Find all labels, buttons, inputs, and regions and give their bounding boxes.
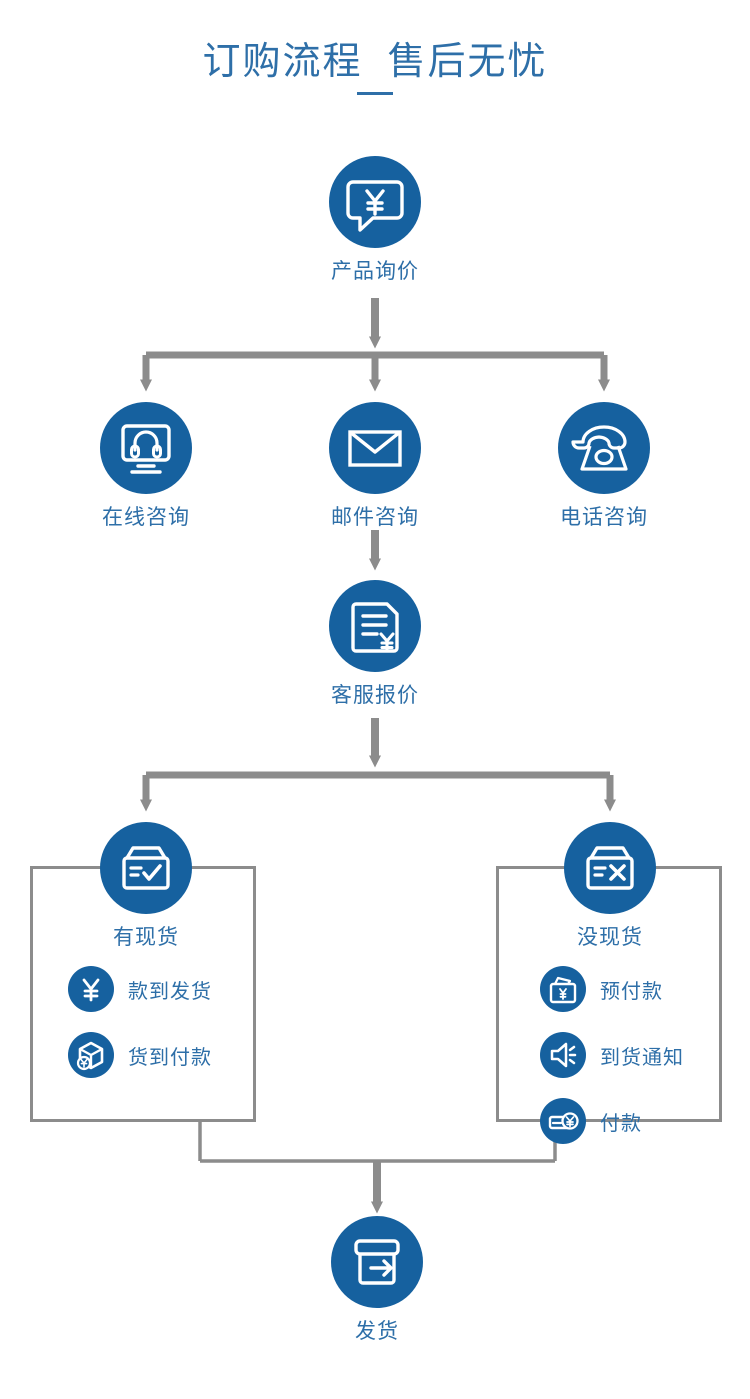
box-check-icon: [100, 822, 192, 914]
out-of-stock-item-list: 预付款 到货通知 付款: [540, 966, 730, 1164]
node-in-stock[interactable]: 有现货: [76, 822, 216, 951]
node-label: 发货: [355, 1320, 399, 1343]
document-yen-icon: [329, 580, 421, 672]
list-item-label: 款到发货: [128, 980, 212, 1003]
envelope-icon: [329, 402, 421, 494]
node-label: 客服报价: [331, 684, 419, 707]
node-phone-consult[interactable]: 电话咨询: [534, 402, 674, 531]
page-title: 订购流程 售后无忧: [0, 36, 750, 88]
node-label: 在线咨询: [102, 506, 190, 529]
card-yen-icon: [540, 1098, 586, 1144]
page-title-text: 订购流程 售后无忧: [202, 41, 548, 83]
monitor-headset-icon: [100, 402, 192, 494]
node-online-consult[interactable]: 在线咨询: [76, 402, 216, 531]
list-item-label: 付款: [600, 1112, 642, 1135]
in-stock-item-list: 款到发货 货到付款: [68, 966, 258, 1098]
box-arrow-out-icon: [331, 1216, 423, 1308]
speaker-icon: [540, 1032, 586, 1078]
title-underline-rule: [357, 92, 393, 95]
list-item-label: 到货通知: [600, 1046, 684, 1069]
node-product-inquiry[interactable]: 产品询价: [305, 156, 445, 285]
node-label: 有现货: [113, 926, 179, 949]
list-item-label: 货到付款: [128, 1046, 212, 1069]
package-yen-icon: [68, 1032, 114, 1078]
node-shipment[interactable]: 发货: [307, 1216, 447, 1345]
list-item[interactable]: 货到付款: [68, 1032, 258, 1078]
list-item[interactable]: 款到发货: [68, 966, 258, 1012]
list-item-label: 预付款: [600, 980, 663, 1003]
node-out-of-stock[interactable]: 没现货: [540, 822, 680, 951]
node-label: 产品询价: [331, 260, 419, 283]
list-item[interactable]: 付款: [540, 1098, 730, 1144]
speech-bubble-yen-icon: [329, 156, 421, 248]
node-label: 没现货: [577, 926, 643, 949]
list-item[interactable]: 预付款: [540, 966, 730, 1012]
node-label: 电话咨询: [560, 506, 648, 529]
box-cross-icon: [564, 822, 656, 914]
list-item[interactable]: 到货通知: [540, 1032, 730, 1078]
node-label: 邮件咨询: [331, 506, 419, 529]
wallet-yen-icon: [540, 966, 586, 1012]
telephone-icon: [558, 402, 650, 494]
node-service-quote[interactable]: 客服报价: [305, 580, 445, 709]
yen-icon: [68, 966, 114, 1012]
node-email-consult[interactable]: 邮件咨询: [305, 402, 445, 531]
